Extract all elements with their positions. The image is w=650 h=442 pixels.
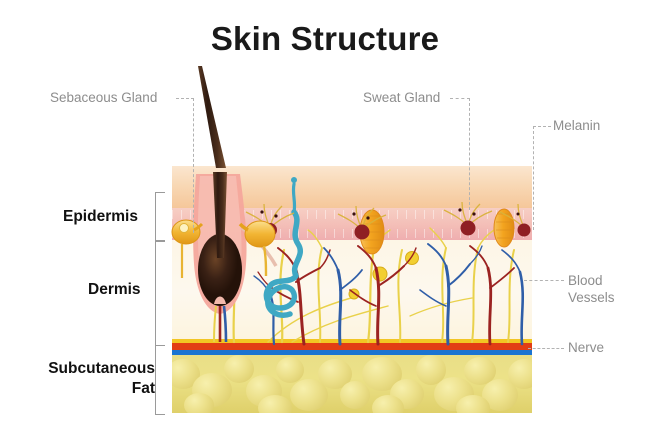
label-blood-vessels-line1: Blood <box>568 273 603 288</box>
leader-blood-vessels <box>524 280 564 281</box>
sweat-duct <box>291 182 297 214</box>
hair-shaft-external <box>198 66 226 168</box>
label-dermis: Dermis <box>88 281 141 298</box>
bracket-dermis <box>155 240 165 346</box>
leader-sweat-h <box>450 98 470 99</box>
leader-sebaceous-h <box>176 98 194 99</box>
sweat-gland-structure <box>263 209 303 318</box>
epidermis-cell-row <box>172 210 532 219</box>
nerve-end-bulbs <box>348 251 419 300</box>
leader-sebaceous-v <box>193 98 194 233</box>
skin-structures-svg <box>171 66 531 346</box>
label-melanin: Melanin <box>553 118 601 133</box>
label-sweat-gland: Sweat Gland <box>363 90 441 105</box>
label-blood-vessels-line2: Vessels <box>568 290 615 305</box>
hair-follicle <box>193 172 278 343</box>
page-title: Skin Structure <box>210 20 440 57</box>
label-blood-vessels: Blood Vessels <box>568 272 638 306</box>
label-sebaceous-gland: Sebaceous Gland <box>50 90 158 105</box>
leader-nerve <box>528 348 564 349</box>
melanocytes <box>245 201 531 240</box>
vein-band <box>172 350 532 355</box>
label-subcutaneous-line2: Fat <box>131 380 155 397</box>
leader-sweat-v <box>469 98 470 210</box>
label-epidermis: Epidermis <box>63 208 138 225</box>
bracket-subcutaneous <box>155 345 165 415</box>
nerve-band <box>172 339 532 343</box>
bracket-epidermis <box>155 192 165 242</box>
leader-melanin-h <box>533 126 551 127</box>
subcutaneous-fat-layer <box>172 355 532 413</box>
label-nerve: Nerve <box>568 340 605 355</box>
leader-melanin-v <box>533 126 534 230</box>
sweat-pore <box>291 177 297 183</box>
label-subcutaneous-line1: Subcutaneous <box>48 360 155 377</box>
arterioles <box>257 245 515 346</box>
artery-band <box>172 343 532 350</box>
skin-cross-section-diagram <box>171 66 532 413</box>
epidermis-cell-row <box>172 229 532 238</box>
label-subcutaneous-fat: Subcutaneous Fat <box>10 359 155 399</box>
